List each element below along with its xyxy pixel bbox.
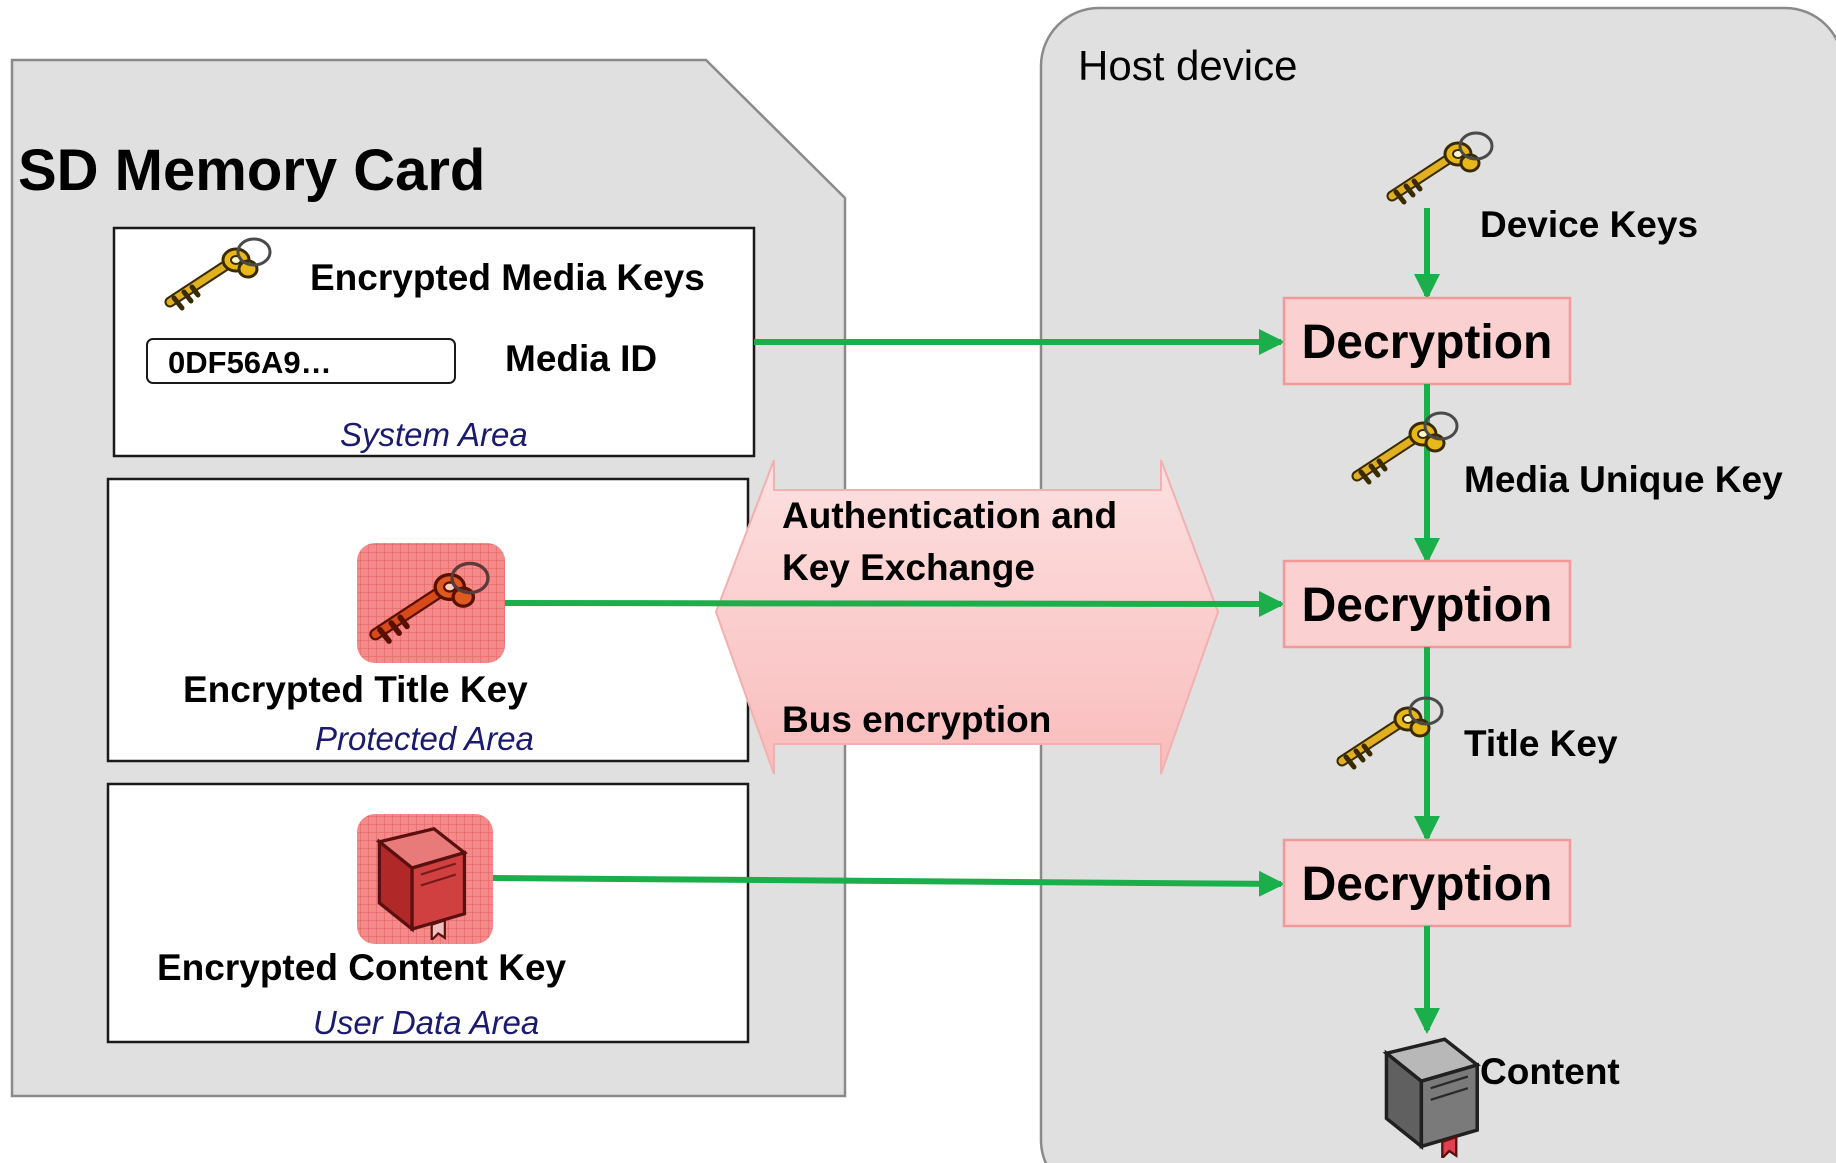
device-keys-label: Device Keys [1480, 204, 1698, 245]
system-area-label: System Area [340, 416, 528, 453]
encrypted-title-key-label: Encrypted Title Key [183, 669, 528, 710]
media-id-field [146, 338, 456, 384]
decryption-label-1: Decryption [1302, 316, 1553, 369]
decryption-box-1 [1282, 296, 1572, 386]
decryption-label-2: Decryption [1302, 579, 1553, 632]
media-id-value: 0DF56A9… [168, 345, 332, 380]
content-key-arrow [492, 870, 1285, 897]
encrypted-content-key-label: Encrypted Content Key [157, 947, 567, 988]
bus-encryption-label: Bus encryption [782, 699, 1051, 740]
title-key-label: Title Key [1464, 723, 1618, 764]
media-unique-key-label: Media Unique Key [1464, 459, 1783, 500]
auth-label-line2: Key Exchange [782, 547, 1035, 588]
decryption-label-3: Decryption [1302, 858, 1553, 911]
decryption-box-2 [1282, 559, 1572, 649]
sd-card-title: SD Memory Card [18, 138, 485, 203]
host-flow: Device Keys Decryption Media Unique Key … [1282, 133, 1783, 1158]
content-label: Content [1480, 1051, 1620, 1092]
protected-area: Encrypted Title Key Protected Area [106, 477, 750, 763]
user-data-area-label: User Data Area [313, 1004, 539, 1041]
auth-label-line1: Authentication and [782, 495, 1117, 536]
media-id-label: Media ID [505, 338, 657, 379]
sd-memory-card: SD Memory Card Encrypted Media Keys 0DF5… [10, 58, 847, 1098]
protected-area-label: Protected Area [315, 720, 534, 757]
system-area: Encrypted Media Keys 0DF56A9… Media ID S… [112, 226, 756, 458]
title-key-arrow [504, 590, 1285, 617]
bus-encryption-arrow: Authentication and Key Exchange Bus encr… [714, 459, 1220, 775]
user-data-area: Encrypted Content Key User Data Area [106, 782, 750, 1044]
encrypted-media-keys-label: Encrypted Media Keys [310, 257, 705, 298]
host-device-title: Host device [1078, 42, 1297, 89]
